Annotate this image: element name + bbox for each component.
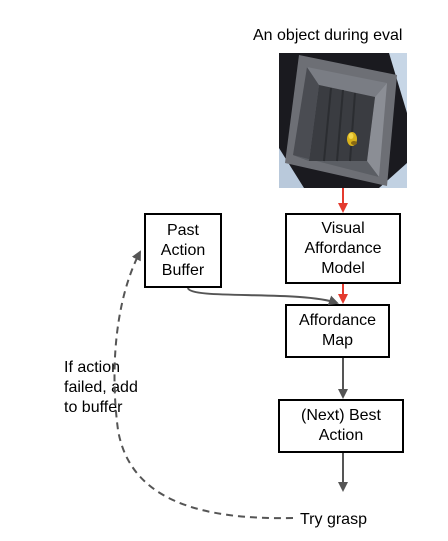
image-corner-tr	[389, 53, 407, 113]
image-title: An object during eval	[253, 27, 403, 44]
yellow-object-shadow	[351, 141, 357, 145]
affordance-map-label: Affordance Map	[298, 312, 377, 349]
floor-ridge	[336, 89, 344, 162]
best-action-label: (Next) Best Action	[300, 407, 381, 444]
bin-wall-right	[367, 83, 387, 177]
visual-affordance-model-label: Visual Affordance Model	[304, 219, 382, 277]
past-action-buffer-box: Past Action Buffer	[144, 213, 222, 288]
eval-object-image	[279, 53, 407, 188]
bin-wall-top	[307, 67, 387, 97]
image-corner-bl	[279, 148, 304, 188]
bin-wall-left	[293, 67, 319, 161]
arrow-feedback-dashed	[113, 250, 294, 520]
feedback-note: If action failed, add to buffer	[64, 359, 138, 416]
try-grasp-label: Try grasp	[300, 511, 367, 528]
past-action-buffer-label: Past Action Buffer	[160, 221, 206, 279]
best-action-box: (Next) Best Action	[278, 399, 404, 453]
arrow-buffer-to-map	[187, 287, 339, 306]
floor-ridge	[323, 87, 332, 162]
visual-affordance-model-box: Visual Affordance Model	[285, 213, 401, 284]
yellow-object-highlight	[348, 133, 354, 139]
floor-ridge	[349, 92, 356, 162]
